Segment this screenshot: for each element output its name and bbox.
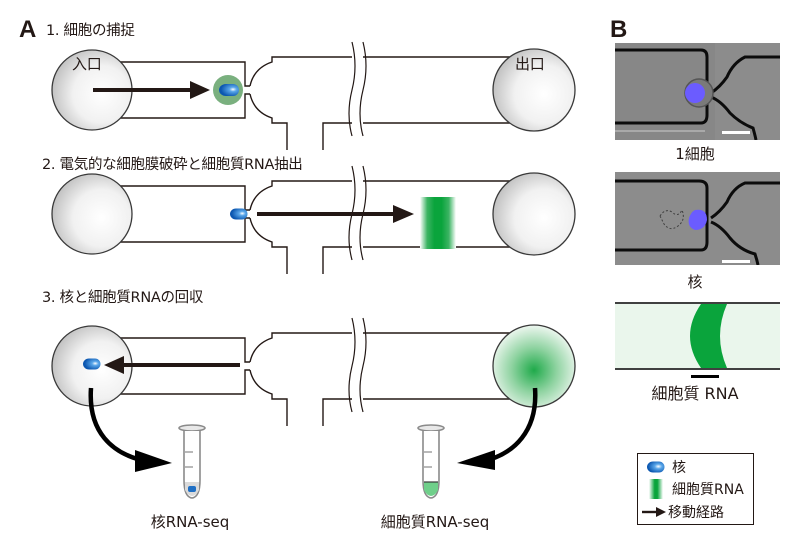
step-2-channel xyxy=(51,165,576,275)
panel-b-label: B xyxy=(610,16,628,43)
legend-label-cytoplasmic-rna: 細胞質RNA xyxy=(672,482,744,498)
legend-item-nucleus: 核 xyxy=(646,457,686,477)
micrograph-nucleus xyxy=(615,172,780,265)
micrograph-cytoplasmic-rna xyxy=(615,300,780,380)
collection-arrow-head xyxy=(457,450,495,470)
outlet-reservoir xyxy=(492,172,576,256)
caption-cytoplasmic-rna: 細胞質 RNA xyxy=(651,384,739,403)
step-2-title: 2. 電気的な細胞膜破砕と細胞質RNA抽出 xyxy=(42,157,303,173)
step-1-title: 1. 細胞の捕捉 xyxy=(46,23,135,39)
inlet-reservoir xyxy=(51,173,133,255)
step-3-channel xyxy=(51,317,576,427)
outlet-reservoir xyxy=(492,48,576,132)
movement-arrow-head xyxy=(190,81,210,99)
nucleus-icon xyxy=(230,208,248,220)
arrow-right-icon xyxy=(642,507,666,517)
legend-item-movement-path: 移動経路 xyxy=(642,502,724,522)
cytoplasmic-rna-band xyxy=(420,197,456,249)
caption-nucleus: 核 xyxy=(687,273,703,291)
nuclear-rnaseq-label: 核RNA-seq xyxy=(150,513,230,531)
nucleus-icon xyxy=(219,84,239,96)
step-3-title: 3. 核と細胞質RNAの回収 xyxy=(42,290,204,306)
tube-nuclear-icon xyxy=(178,424,206,499)
step-1-channel xyxy=(51,41,576,151)
collection-arrow-head xyxy=(135,450,172,472)
legend: 核 細胞質RNA 移動経路 xyxy=(637,453,754,525)
cytoplasmic-rnaseq-label: 細胞質RNA-seq xyxy=(380,513,490,531)
legend-label-nucleus: 核 xyxy=(672,460,686,476)
cytoplasmic-rna-icon xyxy=(649,479,663,499)
outlet-label: 出口 xyxy=(515,55,545,73)
caption-single-cell: 1細胞 xyxy=(675,145,715,163)
panel-a-label: A xyxy=(19,16,37,43)
nucleus-icon xyxy=(647,461,665,473)
tube-cytoplasmic-icon xyxy=(417,424,445,499)
inlet-label: 入口 xyxy=(72,55,102,73)
legend-label-movement-path: 移動経路 xyxy=(668,505,724,521)
legend-item-cytoplasmic-rna: 細胞質RNA xyxy=(646,479,744,499)
movement-arrow-head xyxy=(393,205,414,223)
movement-arrow-head xyxy=(104,356,124,374)
nucleus-icon xyxy=(83,358,101,370)
micrograph-single-cell xyxy=(615,43,780,140)
